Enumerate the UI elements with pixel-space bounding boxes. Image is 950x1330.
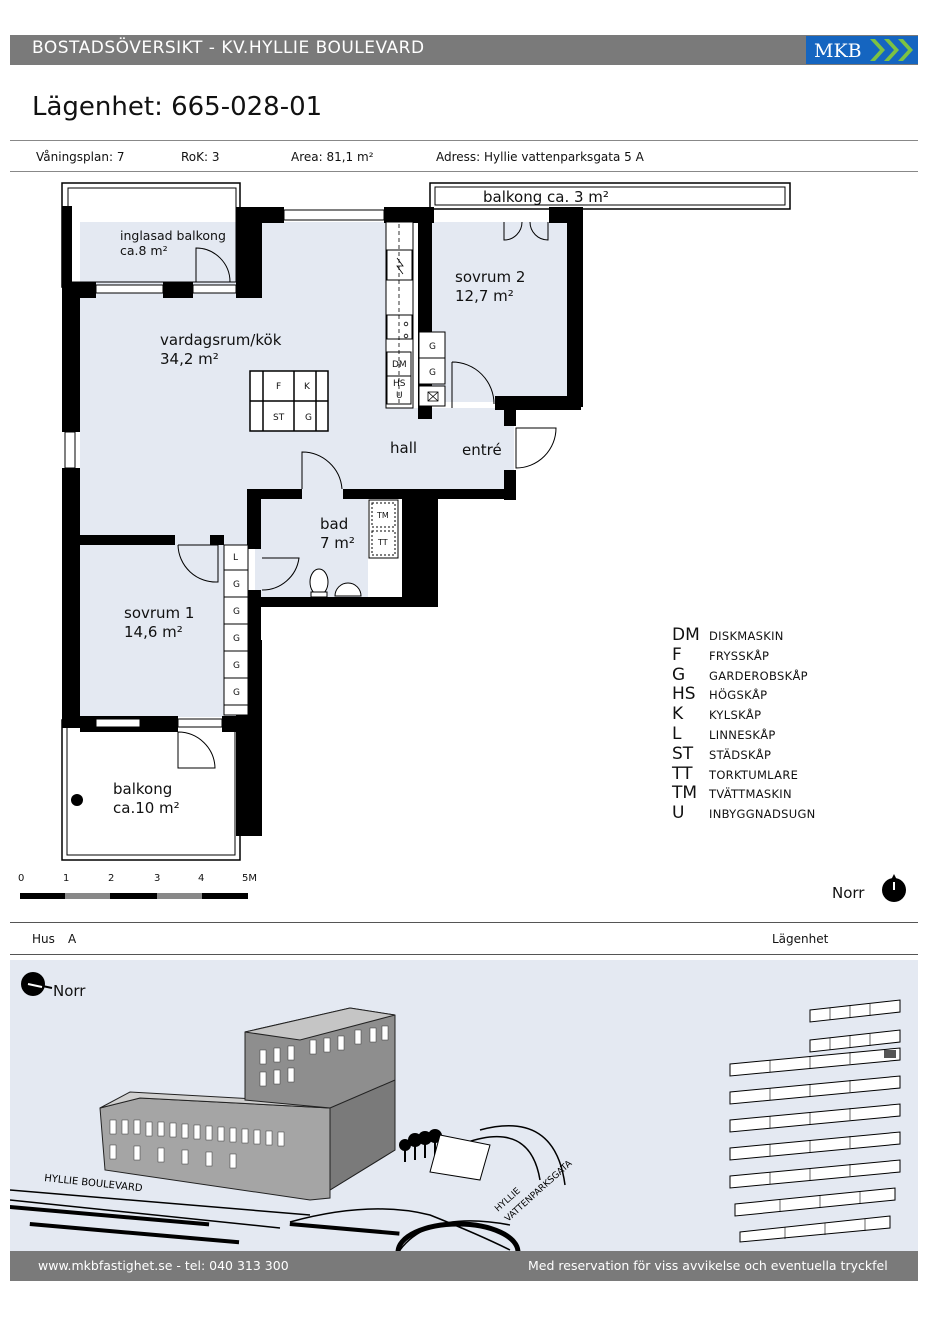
floor-info: Våningsplan: 7	[36, 150, 125, 164]
address-info: Adress: Hyllie vattenparksgata 5 A	[436, 150, 644, 164]
legend-description: LINNESKÅP	[709, 728, 776, 742]
legend-code: L	[672, 724, 682, 744]
rok-info: RoK: 3	[181, 150, 220, 164]
fixture-f: F	[276, 382, 281, 392]
balcony-name: balkong	[113, 780, 173, 798]
site-north-label: Norr	[53, 982, 86, 1000]
legend-description: KYLSKÅP	[709, 708, 762, 723]
area-info: Area: 81,1 m²	[291, 150, 374, 164]
divider	[10, 922, 918, 923]
bathroom-area: 7 m²	[320, 534, 355, 552]
fixture-l: L	[233, 553, 238, 563]
north-label: Norr	[832, 884, 865, 902]
glazed-balcony-name: inglasad balkong	[120, 228, 226, 243]
footer-disclaimer: Med reservation för viss avvikelse och e…	[528, 1258, 888, 1273]
legend-code: G	[672, 664, 686, 685]
north-arrow-icon	[882, 874, 906, 902]
living-room-name: vardagsrum/kök	[160, 331, 282, 349]
house-label: Hus	[32, 932, 55, 946]
entrance-label: entré	[462, 441, 502, 459]
apartment-title: Lägenhet: 665-028-01	[32, 92, 323, 122]
bathroom-name: bad	[320, 515, 349, 533]
top-balcony-label: balkong ca. 3 m²	[483, 188, 609, 206]
site-illustration-panel: HYLLIE BOULEVARD HYLLIE VATTENPARKSGATA	[10, 960, 918, 1251]
legend-code: DM	[672, 625, 700, 645]
divider	[10, 140, 918, 141]
fixture-g: G	[429, 342, 436, 352]
bedroom2-area: 12,7 m²	[455, 287, 514, 305]
fixture-g: G	[233, 661, 240, 671]
legend-description: TORKTUMLARE	[709, 767, 799, 782]
legend-code: TT	[672, 763, 693, 784]
legend-description: HÖGSKÅP	[709, 688, 768, 703]
glazed-balcony-area: ca.8 m²	[120, 243, 168, 258]
legend-description: INBYGGNADSUGN	[709, 807, 816, 822]
legend-code: K	[672, 704, 684, 725]
bedroom2-name: sovrum 2	[455, 268, 526, 286]
divider	[10, 171, 918, 172]
scale-label: 5M	[242, 873, 257, 884]
house-value: A	[68, 932, 77, 946]
legend-description: STÄDSKÅP	[709, 747, 772, 762]
fixture-g: G	[233, 688, 240, 698]
site-illustration: HYLLIE BOULEVARD HYLLIE VATTENPARKSGATA	[10, 972, 901, 1251]
bedroom1-area: 14,6 m²	[124, 623, 183, 641]
floor-plan: DM HS U G G F K ST G L G G G G G	[20, 182, 791, 899]
scale-label: 3	[154, 873, 161, 884]
legend-code: HS	[672, 684, 696, 705]
legend-description: TVÄTTMASKIN	[709, 787, 792, 802]
legend-description: GARDEROBSKÅP	[709, 668, 808, 683]
hall-label: hall	[390, 439, 418, 457]
header-bar	[10, 35, 918, 65]
balcony-area: ca.10 m²	[113, 799, 180, 817]
scale-label: 1	[63, 873, 70, 884]
fixture-st: ST	[273, 413, 285, 423]
fixture-g: G	[233, 607, 240, 617]
logo-text: MKB	[814, 40, 862, 62]
legend-code: TM	[672, 783, 698, 804]
legend-code: F	[672, 644, 682, 665]
footer-contact[interactable]: www.mkbfastighet.se - tel: 040 313 300	[38, 1258, 289, 1273]
living-room-area: 34,2 m²	[160, 350, 219, 368]
fixture-g: G	[429, 368, 436, 378]
header-title: BOSTADSÖVERSIKT - KV.HYLLIE BOULEVARD	[32, 38, 425, 58]
street-label-boulevard: HYLLIE BOULEVARD	[44, 1173, 144, 1194]
fixture-u: U	[396, 391, 403, 401]
scale-label: 0	[18, 873, 25, 884]
fixture-g: G	[305, 413, 312, 423]
fixture-g: G	[233, 634, 240, 644]
scale-label: 2	[108, 873, 115, 884]
legend-description: FRYSSKÅP	[709, 648, 770, 663]
scale-label: 4	[198, 873, 205, 884]
fixture-g: G	[233, 580, 240, 590]
fixture-k: K	[304, 382, 311, 392]
fixture-tm: TM	[376, 511, 389, 520]
legend-code: ST	[672, 743, 694, 764]
bedroom1-name: sovrum 1	[124, 604, 195, 622]
mkb-logo: MKB	[806, 36, 918, 64]
divider	[10, 954, 918, 955]
fixture-dm: DM	[392, 360, 407, 370]
fixture-hs: HS	[393, 379, 406, 389]
footer-bar	[10, 1251, 918, 1281]
legend-code: U	[672, 803, 685, 824]
apartment-label: Lägenhet	[772, 932, 829, 946]
legend-description: DISKMASKIN	[709, 629, 784, 643]
fixture-tt: TT	[377, 538, 388, 547]
